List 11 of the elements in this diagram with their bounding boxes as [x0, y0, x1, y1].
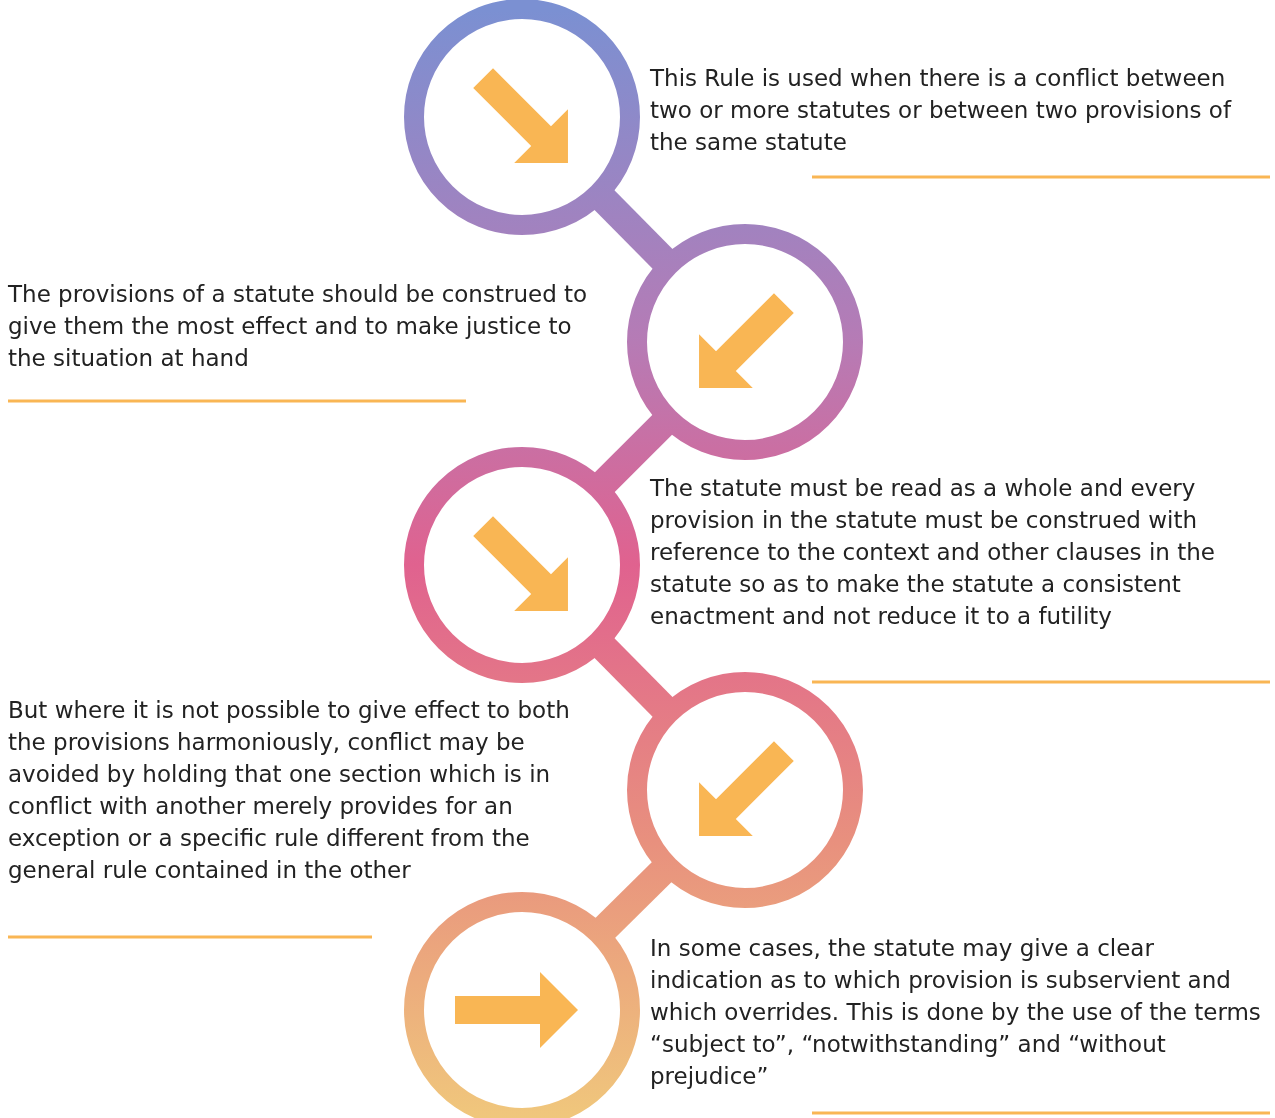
connector-link	[592, 188, 675, 271]
connector-link	[592, 636, 675, 719]
description-text: But where it is not possible to give effect to both the provisions harmoniously, conflict may be avoided by holding that one section which is in conflict with another merely provides for an exception or a specific rule different from the general rule contained in the other	[8, 696, 571, 885]
ring-circle	[627, 672, 863, 908]
description-text: The statute must be read as a whole and every provision in the statute must be construed with reference to the context and other clauses in the statute so as to make the statute a consistent enactment and not reduce it to a futility	[650, 474, 1216, 631]
description-text: This Rule is used when there is a conflict between two or more statutes or between two provisions of the same statute	[650, 64, 1233, 157]
description-text: The provisions of a statute should be construed to give them the most effect and to make justice to the situation at hand	[8, 280, 589, 373]
description-text: In some cases, the statute may give a clear indication as to which provision is subservient and which overrides. This is done by the use of the terms “subject to”, “notwithstanding” and “without prejudice”	[650, 934, 1262, 1091]
connector-link	[593, 860, 674, 940]
ring-circle	[404, 447, 640, 683]
ring-circle	[627, 224, 863, 460]
